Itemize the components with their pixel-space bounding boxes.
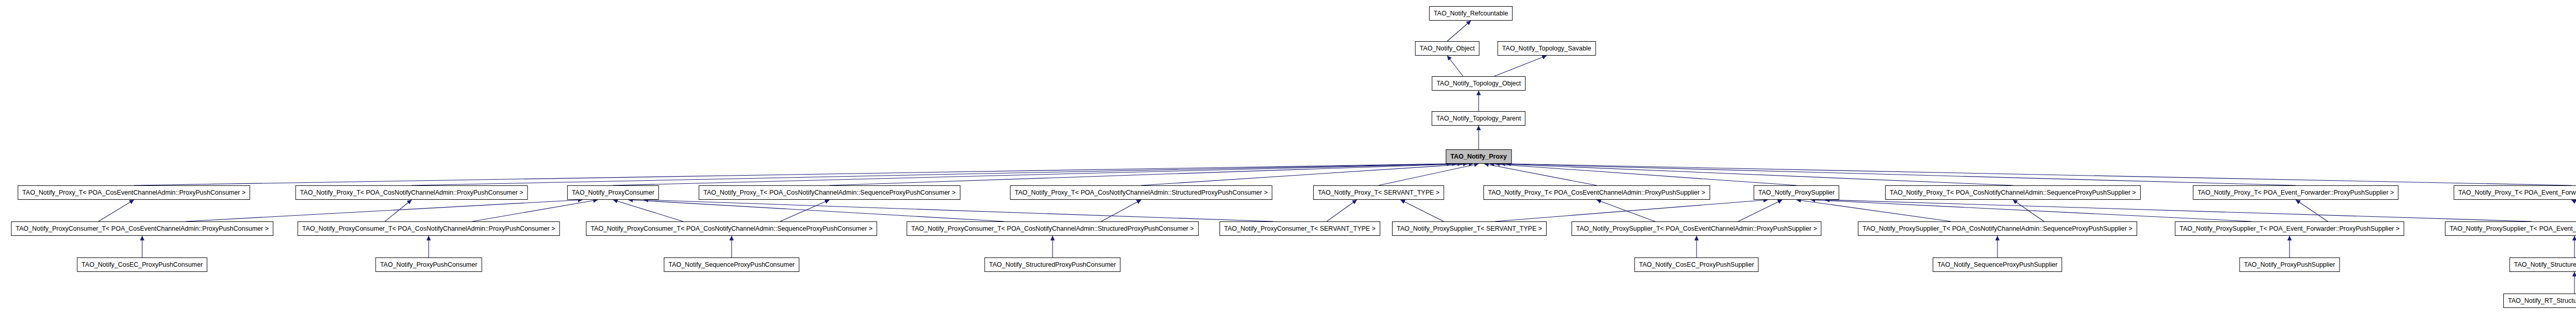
class-node-structured-proxy-push-consumer[interactable]: TAO_Notify_StructuredProxyPushConsumer <box>985 257 1121 272</box>
class-node-proxy-consumer-t-cosnotify-proxy-push-consumer[interactable]: TAO_Notify_ProxyConsumer_T< POA_CosNotif… <box>298 221 560 236</box>
class-node-proxy-t-structured-proxy-push-consumer[interactable]: TAO_Notify_Proxy_T< POA_CosNotifyChannel… <box>1010 185 1273 200</box>
class-node-rt-structured-proxy-push-supplier[interactable]: TAO_Notify_RT_StructuredProxyPushSupplie… <box>2503 294 2576 308</box>
class-node-proxy-consumer-t-structured-proxy-push-consumer[interactable]: TAO_Notify_ProxyConsumer_T< POA_CosNotif… <box>907 221 1199 236</box>
class-node-proxy-t-event-forwarder-structured-proxy-push-supplier[interactable]: TAO_Notify_Proxy_T< POA_Event_Forwarder:… <box>2454 185 2576 200</box>
class-node-cosec-proxy-push-supplier[interactable]: TAO_Notify_CosEC_ProxyPushSupplier <box>1634 257 1758 272</box>
class-node-proxy-push-consumer[interactable]: TAO_Notify_ProxyPushConsumer <box>376 257 482 272</box>
class-node-topology-savable[interactable]: TAO_Notify_Topology_Savable <box>1498 41 1596 56</box>
class-node-structured-proxy-push-supplier[interactable]: TAO_Notify_StructuredProxyPushSupplier <box>2510 257 2576 272</box>
class-node-proxy-consumer-t-servant-type[interactable]: TAO_Notify_ProxyConsumer_T< SERVANT_TYPE… <box>1219 221 1380 236</box>
class-node-sequence-proxy-push-supplier[interactable]: TAO_Notify_SequenceProxyPushSupplier <box>1933 257 2062 272</box>
class-node-proxy-push-supplier[interactable]: TAO_Notify_ProxyPushSupplier <box>2240 257 2340 272</box>
class-node-sequence-proxy-push-consumer[interactable]: TAO_Notify_SequenceProxyPushConsumer <box>664 257 799 272</box>
class-node-proxy-supplier-t-event-forwarder-structured-proxy-push-supplier[interactable]: TAO_Notify_ProxySupplier_T< POA_Event_Fo… <box>2445 221 2576 236</box>
class-node-proxy-supplier[interactable]: TAO_Notify_ProxySupplier <box>1754 185 1839 200</box>
class-node-proxy-supplier-t-cosec-proxy-push-supplier[interactable]: TAO_Notify_ProxySupplier_T< POA_CosEvent… <box>1571 221 1821 236</box>
class-node-topology-object[interactable]: TAO_Notify_Topology_Object <box>1432 76 1526 91</box>
class-node-proxy-supplier-t-sequence-proxy-push-supplier[interactable]: TAO_Notify_ProxySupplier_T< POA_CosNotif… <box>1858 221 2137 236</box>
class-node-proxy-t-cosec-proxy-push-consumer[interactable]: TAO_Notify_Proxy_T< POA_CosEventChannelA… <box>18 185 250 200</box>
class-node-proxy-supplier-t-servant-type[interactable]: TAO_Notify_ProxySupplier_T< SERVANT_TYPE… <box>1392 221 1547 236</box>
class-node-proxy-consumer[interactable]: TAO_Notify_ProxyConsumer <box>567 185 659 200</box>
class-node-proxy-t-sequence-proxy-push-supplier[interactable]: TAO_Notify_Proxy_T< POA_CosNotifyChannel… <box>1885 185 2141 200</box>
class-node-proxy-current: TAO_Notify_Proxy <box>1446 149 1512 164</box>
class-node-proxy-t-event-forwarder-proxy-push-supplier[interactable]: TAO_Notify_Proxy_T< POA_Event_Forwarder:… <box>2193 185 2398 200</box>
class-node-proxy-t-servant-type[interactable]: TAO_Notify_Proxy_T< SERVANT_TYPE > <box>1313 185 1444 200</box>
class-node-proxy-t-sequence-proxy-push-consumer[interactable]: TAO_Notify_Proxy_T< POA_CosNotifyChannel… <box>699 185 960 200</box>
class-node-proxy-t-cosec-proxy-push-supplier[interactable]: TAO_Notify_Proxy_T< POA_CosEventChannelA… <box>1483 185 1710 200</box>
class-node-object[interactable]: TAO_Notify_Object <box>1415 41 1480 56</box>
class-node-proxy-consumer-t-cosec-proxy-push-consumer[interactable]: TAO_Notify_ProxyConsumer_T< POA_CosEvent… <box>11 221 274 236</box>
class-node-refcountable[interactable]: TAO_Notify_Refcountable <box>1429 6 1513 21</box>
class-node-proxy-supplier-t-event-forwarder-proxy-push-supplier[interactable]: TAO_Notify_ProxySupplier_T< POA_Event_Fo… <box>2175 221 2404 236</box>
class-node-topology-parent[interactable]: TAO_Notify_Topology_Parent <box>1432 111 1526 126</box>
class-node-cosec-proxy-push-consumer[interactable]: TAO_Notify_CosEC_ProxyPushConsumer <box>77 257 207 272</box>
class-node-proxy-t-cosnotify-proxy-push-consumer[interactable]: TAO_Notify_Proxy_T< POA_CosNotifyChannel… <box>295 185 528 200</box>
class-node-proxy-consumer-t-sequence-proxy-push-consumer[interactable]: TAO_Notify_ProxyConsumer_T< POA_CosNotif… <box>586 221 877 236</box>
